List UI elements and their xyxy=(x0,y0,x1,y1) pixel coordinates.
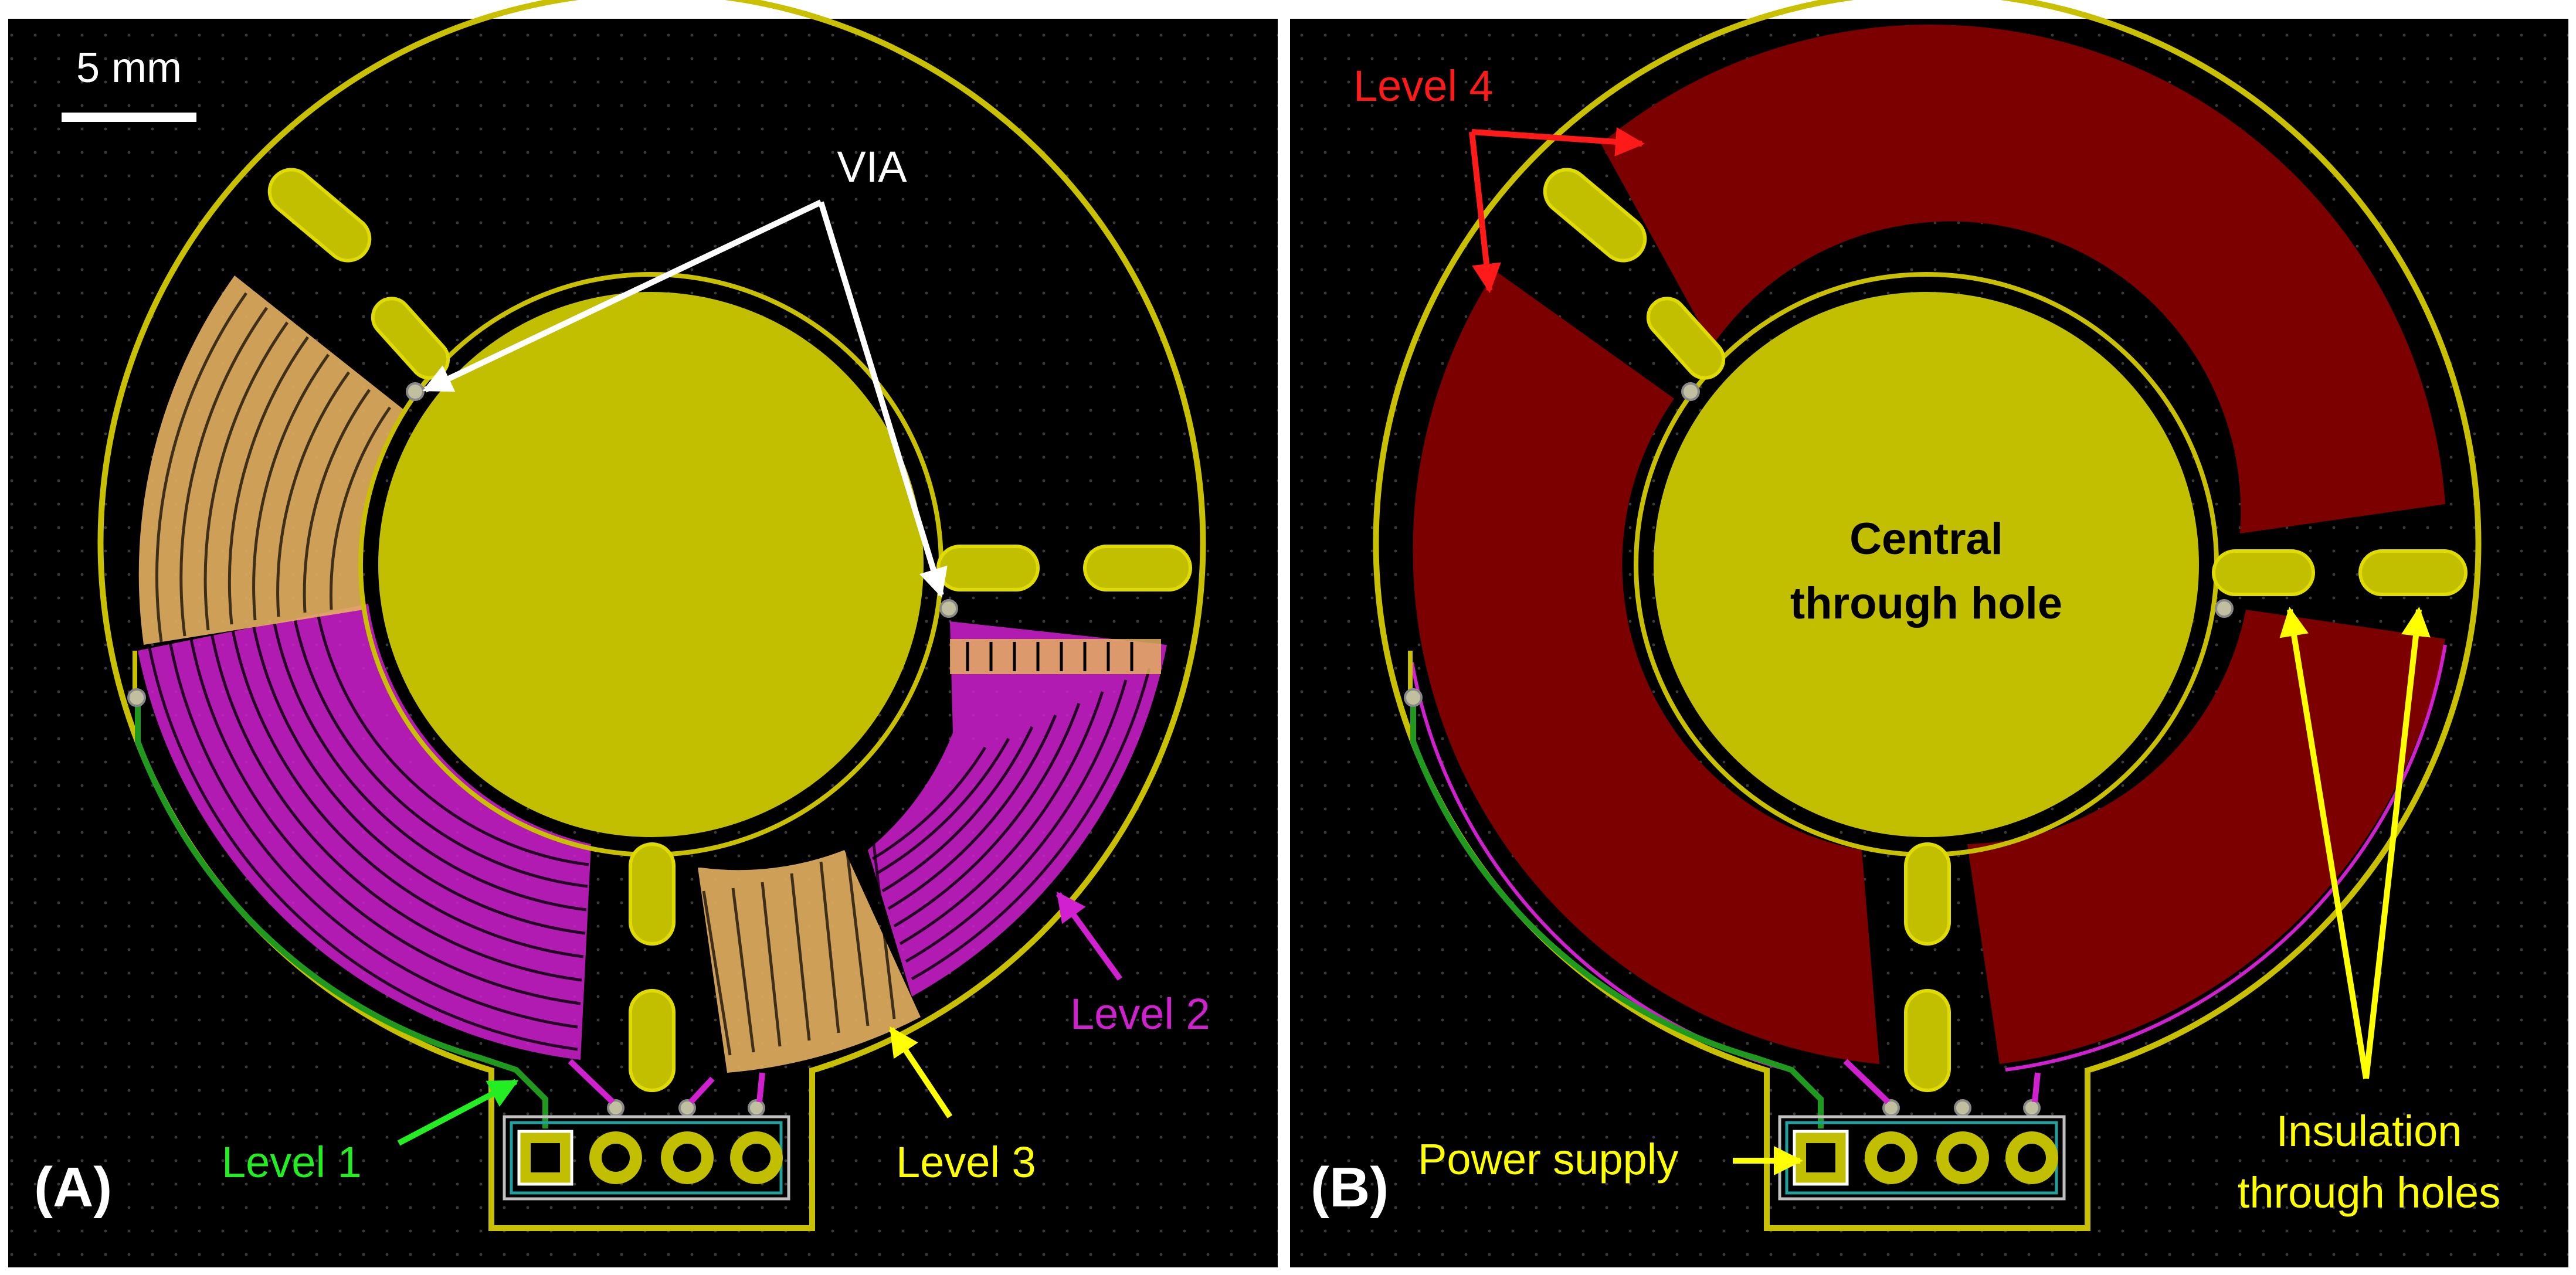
panel-b-tag: (B) xyxy=(1311,1156,1389,1219)
level3-label: Level 3 xyxy=(896,1138,1036,1186)
level1-label: Level 1 xyxy=(222,1138,362,1186)
panel-b: Level 4 Central through hole Power suppl… xyxy=(1290,0,2568,1267)
power-connector-a xyxy=(503,1115,790,1201)
level2-label: Level 2 xyxy=(1070,990,1210,1038)
insulation-slots xyxy=(267,168,1192,1092)
level4-copper-pour xyxy=(1413,25,2445,1064)
scale-bar-label: 5 mm xyxy=(76,45,182,91)
level3-heater-trace-bottom xyxy=(698,844,921,1073)
level1-arrow xyxy=(397,1079,519,1146)
central-through-hole xyxy=(1654,292,2199,837)
panel-a-tag: (A) xyxy=(34,1156,112,1219)
insulation-arrow-1 xyxy=(2279,607,2369,1079)
insulation-arrow-2 xyxy=(2363,607,2431,1079)
central-copper-disc xyxy=(378,292,924,837)
insulation-label-line2: through holes xyxy=(2238,1168,2500,1217)
insulation-label-line1: Insulation xyxy=(2276,1107,2462,1155)
power-connector-b xyxy=(1778,1115,2066,1201)
level3-arrow xyxy=(888,1026,953,1118)
via-markers-b xyxy=(1404,382,2234,1117)
level2-heater-trace-right xyxy=(868,621,1167,997)
via-arrow-1 xyxy=(422,199,823,393)
level3-heater-trace xyxy=(138,276,405,645)
level4-arrow-1 xyxy=(1471,127,1645,157)
panel-a: 5 mm VIA Level 1 Level 2 Level 3 (A) xyxy=(8,0,1278,1267)
via-label: VIA xyxy=(837,142,907,191)
level2-arrow xyxy=(1055,891,1123,981)
level3-meander-right xyxy=(950,639,1161,674)
level2-heater-trace xyxy=(138,604,591,1060)
level4-label: Level 4 xyxy=(1353,62,1494,110)
level1-trace xyxy=(135,698,548,1128)
insulation-slots-b xyxy=(1543,168,2468,1092)
central-hole-label-line2: through hole xyxy=(1790,579,2062,628)
central-hole-label-line1: Central xyxy=(1849,514,2003,564)
level4-arrow-2 xyxy=(1469,131,1501,293)
via-arrow-2 xyxy=(818,201,948,598)
power-supply-label: Power supply xyxy=(1418,1135,1678,1184)
